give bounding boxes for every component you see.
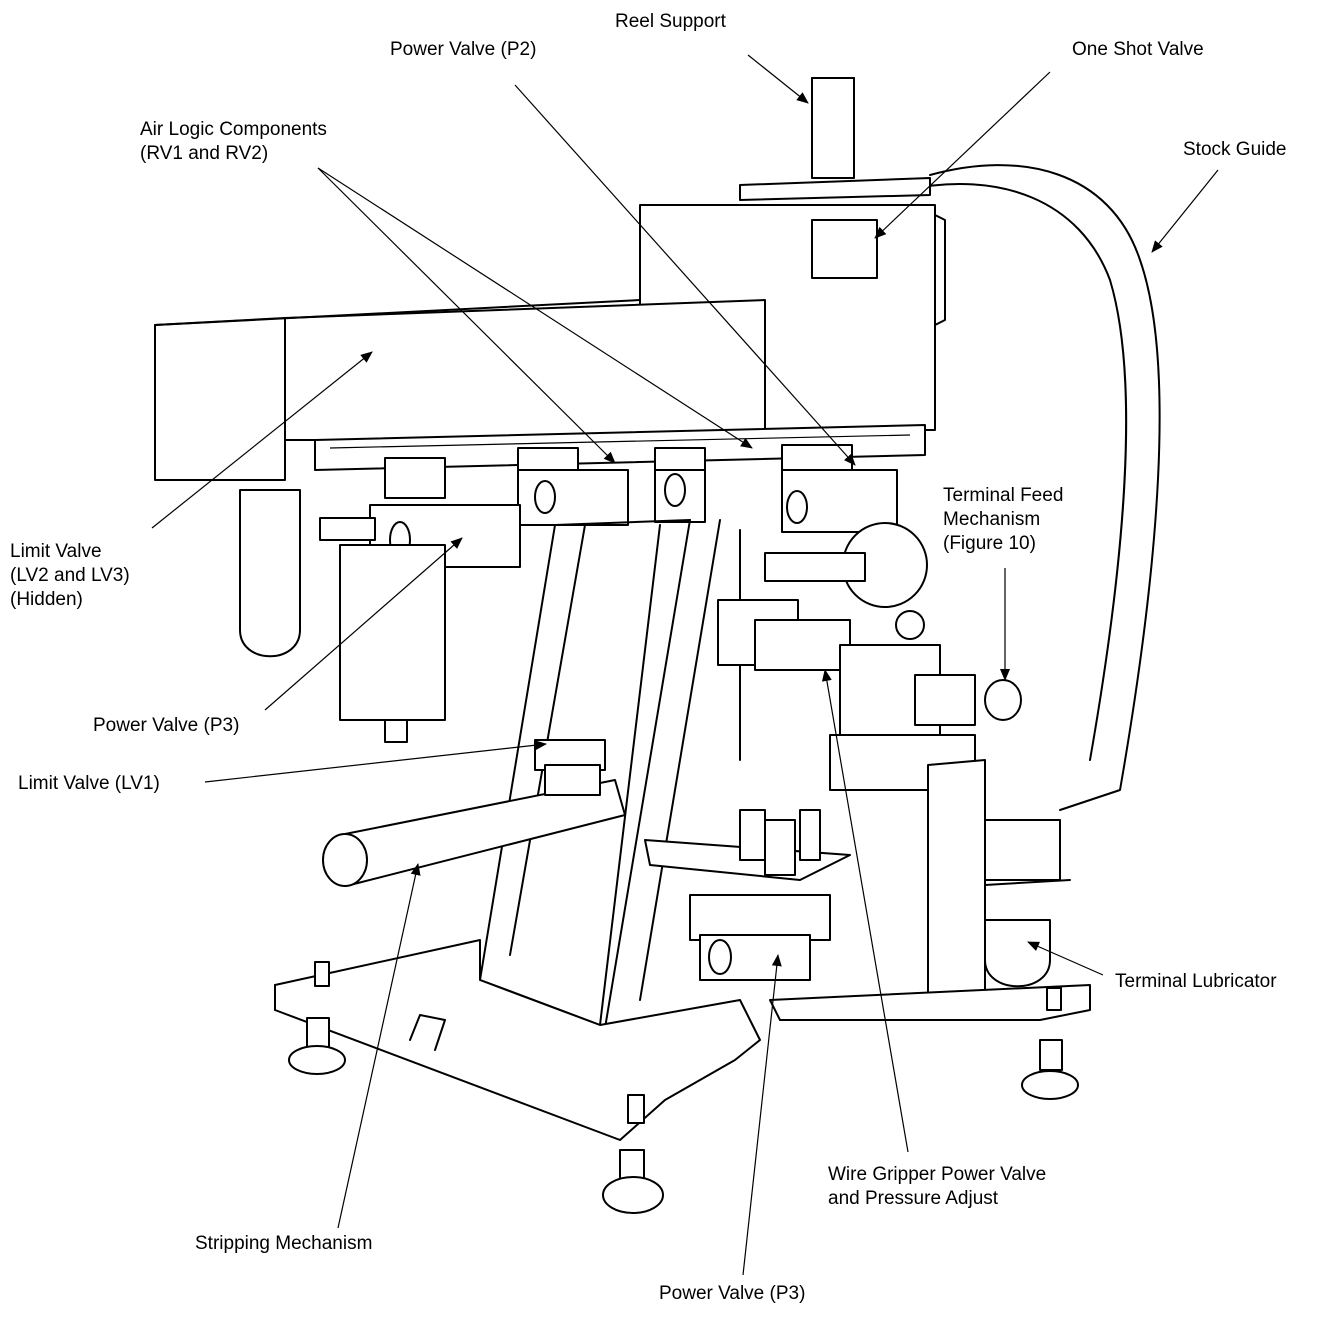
one-shot-valve-label: One Shot Valve <box>1072 39 1204 60</box>
leader-reel-support <box>747 54 809 104</box>
leader-stripping <box>337 863 421 1229</box>
feed-mechanism-drawing <box>717 522 1022 791</box>
leader-stock-guide <box>1151 169 1219 253</box>
leader-limit-valve-lv1 <box>204 740 547 783</box>
leader-power-valve-p3-left <box>264 537 463 711</box>
terminal-lubricator-label: Terminal Lubricator <box>1115 971 1277 992</box>
reel-support-label: Reel Support <box>615 11 726 32</box>
reel-support-drawing <box>739 77 931 201</box>
power-valve-p2-label: Power Valve (P2) <box>390 39 537 60</box>
beam-drawing <box>154 299 926 481</box>
air-logic-label: Air Logic Components (RV1 and RV2) <box>140 119 327 164</box>
leader-limit-valve-lv2-lv3 <box>151 351 373 529</box>
stock-guide-drawing <box>904 164 1161 811</box>
leader-lines <box>151 54 1219 1276</box>
filter-bowls-drawing <box>239 489 446 743</box>
leader-terminal-lubricator <box>1027 941 1104 976</box>
lubricator-drawing <box>927 759 1071 1006</box>
wire-gripper-label: Wire Gripper Power Valve and Pressure Ad… <box>828 1164 1047 1209</box>
leader-air-logic-rv1 <box>317 167 616 464</box>
leader-wire-gripper <box>821 669 909 1153</box>
lower-valve-drawing <box>644 809 851 981</box>
base-drawing <box>274 939 1091 1141</box>
limit-valve-lv1-label: Limit Valve (LV1) <box>18 773 160 794</box>
feet-drawing <box>288 961 1079 1214</box>
leader-one-shot-valve <box>874 71 1051 239</box>
stripping-bar-drawing <box>322 739 626 887</box>
power-valve-p3-bottom-label: Power Valve (P3) <box>659 1283 806 1304</box>
leader-power-valve-p3-bottom <box>742 954 782 1276</box>
limit-valve-lv2-lv3-label: Limit Valve (LV2 and LV3) (Hidden) <box>10 541 130 610</box>
leader-air-logic-rv2 <box>317 167 753 449</box>
stock-guide-label: Stock Guide <box>1183 139 1287 160</box>
terminal-feed-label: Terminal Feed Mechanism (Figure 10) <box>943 485 1064 554</box>
leader-power-valve-p2 <box>514 84 856 466</box>
power-valve-p3-left-label: Power Valve (P3) <box>93 715 240 736</box>
stripping-mechanism-label: Stripping Mechanism <box>195 1233 373 1254</box>
